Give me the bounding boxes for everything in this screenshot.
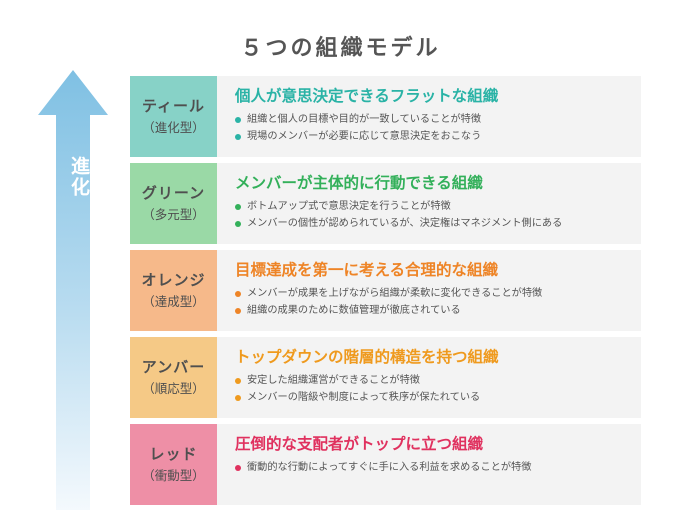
model-name: レッド <box>149 444 198 463</box>
model-label-red: レッド （衝動型） <box>130 424 217 505</box>
model-description: 圧倒的な支配者がトップに立つ組織 衝動的な行動によってすぐに手に入る利益を求める… <box>235 433 633 476</box>
model-row-teal: ティール （進化型） 個人が意思決定できるフラットな組織 組織と個人の目標や目的… <box>130 76 641 157</box>
bullet-text: 組織の成果のために数値管理が徹底されている <box>247 305 461 316</box>
bullet-dot-icon <box>235 290 241 297</box>
model-description: トップダウンの階層的構造を持つ組織 安定した組織運営ができることが特徴 メンバー… <box>235 346 633 406</box>
model-description: メンバーが主体的に行動できる組織 ボトムアップ式で意思決定を行うことが特徴 メン… <box>235 172 633 232</box>
model-bullet: メンバーの個性が認められているが、決定権はマネジメント側にある <box>235 215 633 232</box>
bullet-text: メンバーが成果を上げながら組織が柔軟に変化できることが特徴 <box>247 288 543 299</box>
bullet-dot-icon <box>235 203 241 210</box>
model-description: 目標達成を第一に考える合理的な組織 メンバーが成果を上げながら組織が柔軟に変化で… <box>235 259 633 319</box>
model-heading: メンバーが主体的に行動できる組織 <box>235 174 483 192</box>
evolution-arrow-shape <box>38 70 108 510</box>
bullet-text: 安定した組織運営ができることが特徴 <box>247 375 420 386</box>
model-bullet: メンバーが成果を上げながら組織が柔軟に変化できることが特徴 <box>235 285 633 302</box>
model-label-amber: アンバー （順応型） <box>130 337 217 418</box>
bullet-text: 組織と個人の目標や目的が一致していることが特徴 <box>247 114 482 125</box>
model-heading: 圧倒的な支配者がトップに立つ組織 <box>235 435 484 453</box>
bullet-dot-icon <box>235 116 241 123</box>
evolution-arrow <box>38 70 108 510</box>
evolution-label: 進化 <box>68 156 90 198</box>
model-label-green: グリーン （多元型） <box>130 163 217 244</box>
model-label-orange: オレンジ （達成型） <box>130 250 217 331</box>
model-bullet: 組織と個人の目標や目的が一致していることが特徴 <box>235 111 633 128</box>
page-title: ５つの組織モデル <box>240 36 441 61</box>
model-bullet: 安定した組織運営ができることが特徴 <box>235 372 633 389</box>
model-heading: 目標達成を第一に考える合理的な組織 <box>235 261 499 279</box>
model-name: グリーン <box>141 183 206 202</box>
model-type: （順応型） <box>142 380 205 396</box>
model-type: （多元型） <box>142 206 205 222</box>
model-name: オレンジ <box>141 270 206 289</box>
model-heading: トップダウンの階層的構造を持つ組織 <box>235 348 499 366</box>
model-name: ティール <box>141 96 206 115</box>
model-type: （進化型） <box>142 119 205 135</box>
bullet-dot-icon <box>235 464 241 471</box>
model-row-green: グリーン （多元型） メンバーが主体的に行動できる組織 ボトムアップ式で意思決定… <box>130 163 641 244</box>
bullet-text: メンバーの階級や制度によって秩序が保たれている <box>247 392 481 403</box>
model-label-teal: ティール （進化型） <box>130 76 217 157</box>
model-heading: 個人が意思決定できるフラットな組織 <box>235 87 499 105</box>
bullet-text: メンバーの個性が認められているが、決定権はマネジメント側にある <box>247 218 563 229</box>
model-name: アンバー <box>141 357 206 376</box>
bullet-dot-icon <box>235 220 241 227</box>
bullet-dot-icon <box>235 307 241 314</box>
bullet-dot-icon <box>235 377 241 384</box>
model-type: （達成型） <box>142 293 205 309</box>
bullet-text: 現場のメンバーが必要に応じて意思決定をおこなう <box>247 131 482 142</box>
model-bullet: 現場のメンバーが必要に応じて意思決定をおこなう <box>235 128 633 145</box>
bullet-dot-icon <box>235 394 241 401</box>
bullet-dot-icon <box>235 133 241 140</box>
model-row-amber: アンバー （順応型） トップダウンの階層的構造を持つ組織 安定した組織運営ができ… <box>130 337 641 418</box>
model-row-red: レッド （衝動型） 圧倒的な支配者がトップに立つ組織 衝動的な行動によってすぐに… <box>130 424 641 505</box>
model-row-orange: オレンジ （達成型） 目標達成を第一に考える合理的な組織 メンバーが成果を上げな… <box>130 250 641 331</box>
bullet-text: ボトムアップ式で意思決定を行うことが特徴 <box>247 201 451 212</box>
model-bullet: 衝動的な行動によってすぐに手に入る利益を求めることが特徴 <box>235 459 633 476</box>
model-bullet: ボトムアップ式で意思決定を行うことが特徴 <box>235 198 633 215</box>
model-bullet: 組織の成果のために数値管理が徹底されている <box>235 302 633 319</box>
model-description: 個人が意思決定できるフラットな組織 組織と個人の目標や目的が一致していることが特… <box>235 85 633 145</box>
model-list: ティール （進化型） 個人が意思決定できるフラットな組織 組織と個人の目標や目的… <box>130 76 641 511</box>
model-bullet: メンバーの階級や制度によって秩序が保たれている <box>235 389 633 406</box>
model-type: （衝動型） <box>142 467 205 483</box>
bullet-text: 衝動的な行動によってすぐに手に入る利益を求めることが特徴 <box>247 462 532 473</box>
